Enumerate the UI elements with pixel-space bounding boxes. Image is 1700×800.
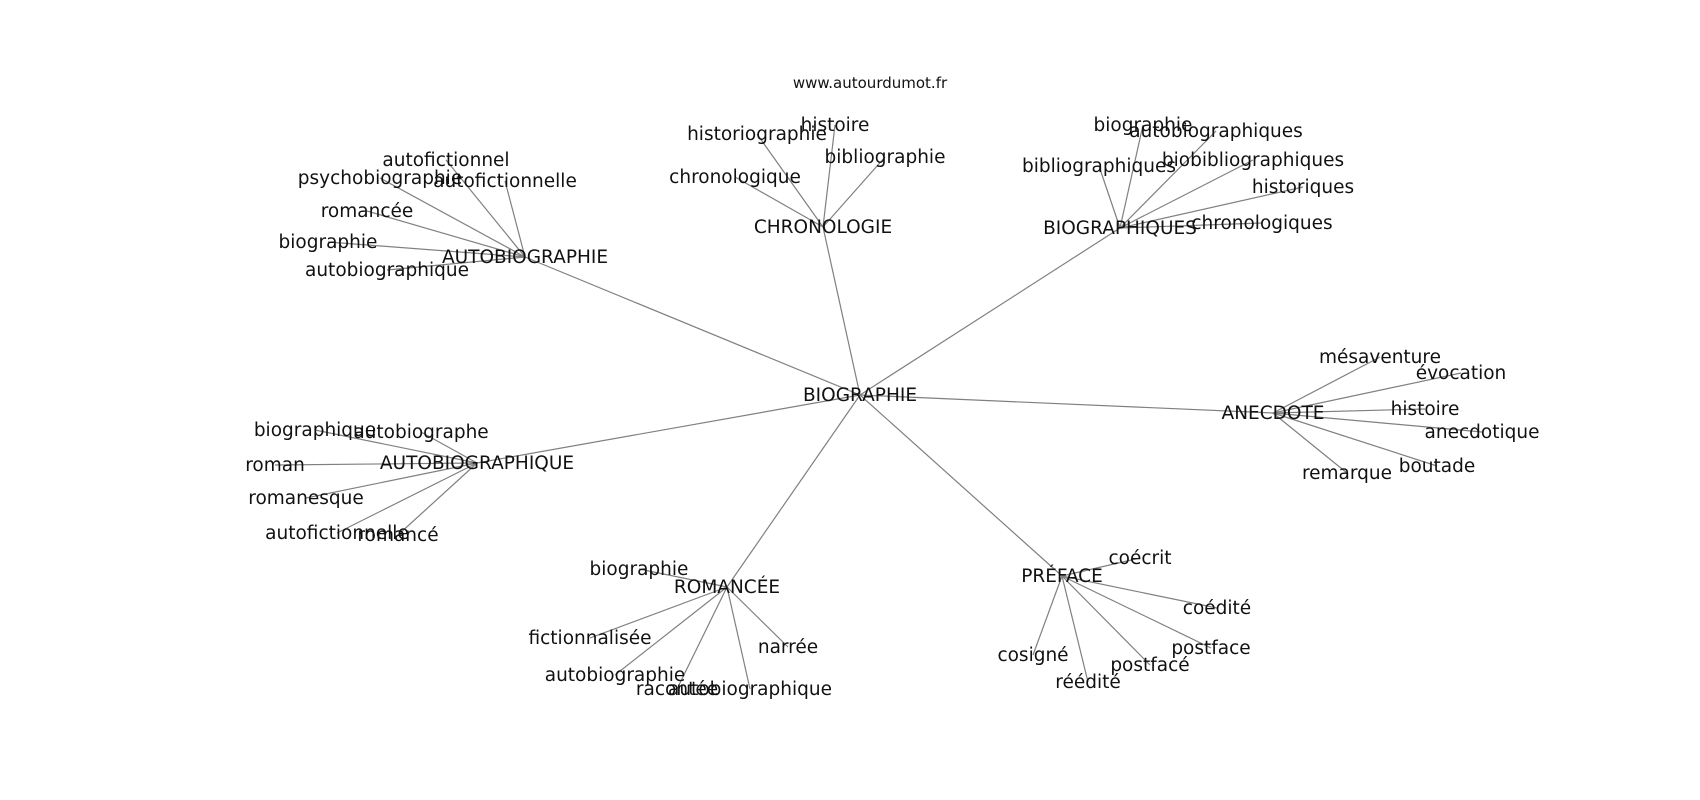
leaf-node-label: bibliographie bbox=[825, 147, 946, 168]
leaf-node-label: autobiographe bbox=[353, 422, 488, 443]
leaf-node-label: chronologique bbox=[669, 167, 801, 188]
edge-hub-to-word bbox=[504, 180, 526, 258]
leaf-node-label: narrée bbox=[758, 637, 818, 658]
hub-node-label: BIOGRAPHIQUES bbox=[1043, 218, 1197, 239]
leaf-node-label: autobiographiques bbox=[1129, 121, 1303, 142]
hub-node-label: AUTOBIOGRAPHIQUE bbox=[380, 453, 574, 474]
edge-hub-to-word bbox=[336, 462, 478, 534]
edge-hub-to-word bbox=[1272, 412, 1483, 433]
edge-hub-to-word bbox=[1032, 575, 1063, 656]
edge-hub-to-word bbox=[756, 133, 824, 228]
leaf-node-label: remarque bbox=[1302, 463, 1392, 484]
leaf-node-label: cosigné bbox=[997, 645, 1068, 666]
leaf-node-label: réédité bbox=[1055, 672, 1120, 693]
leaf-node-label: roman bbox=[245, 455, 305, 476]
edge-hub-to-word bbox=[822, 124, 836, 228]
edge-hub-to-word bbox=[1272, 372, 1462, 414]
leaf-node-label: autofictionnelle bbox=[265, 523, 409, 544]
edge-hub-to-word bbox=[314, 429, 478, 464]
edge-hub-to-word bbox=[676, 586, 728, 690]
edge-hub-to-word bbox=[734, 176, 824, 228]
leaf-node-label: évocation bbox=[1416, 363, 1507, 384]
edge-hub-to-word bbox=[638, 568, 728, 588]
edge-hub-to-word bbox=[822, 156, 886, 228]
edge-hub-to-word bbox=[386, 256, 526, 271]
leaf-node-label: postface bbox=[1171, 638, 1250, 659]
edge-hub-to-word bbox=[397, 462, 478, 536]
edge-hub-to-word bbox=[1061, 575, 1212, 649]
edge-hub-to-word bbox=[445, 159, 526, 258]
leaf-node-label: fictionnalisée bbox=[528, 628, 651, 649]
edge-hub-to-word bbox=[1272, 408, 1426, 414]
edge-hub-to-word bbox=[1272, 412, 1348, 474]
edge-center-to-hub bbox=[859, 227, 1121, 396]
leaf-node-label: romanesque bbox=[248, 488, 363, 509]
leaf-node-label: biographique bbox=[254, 420, 376, 441]
edge-hub-to-word bbox=[589, 586, 728, 639]
leaf-node-label: coécrit bbox=[1108, 548, 1171, 569]
edge-hub-to-word bbox=[1061, 575, 1089, 683]
leaf-node-label: racontée bbox=[636, 679, 718, 700]
hub-node-label: CHRONOLOGIE bbox=[754, 217, 892, 238]
edge-center-to-hub bbox=[822, 226, 861, 396]
leaf-node-label: biobibliographiques bbox=[1162, 150, 1344, 171]
leaf-node-label: historiographie bbox=[687, 124, 827, 145]
edge-hub-to-word bbox=[1272, 412, 1438, 467]
edge-hub-to-word bbox=[274, 462, 478, 466]
hub-node-label: ROMANCÉE bbox=[674, 576, 780, 598]
leaf-node-label: historiques bbox=[1252, 177, 1354, 198]
edge-hub-to-word bbox=[1119, 159, 1254, 229]
edge-hub-to-word bbox=[379, 177, 526, 258]
leaf-node-label: biographie bbox=[279, 232, 378, 253]
leaf-node-label: coédité bbox=[1183, 598, 1251, 619]
leaf-node-label: boutade bbox=[1399, 456, 1476, 477]
edge-hub-to-word bbox=[1061, 557, 1141, 577]
graph-labels: www.autourdumot.fr BIOGRAPHIE AUTOBIOGRAP… bbox=[245, 74, 1539, 700]
leaf-node-label: psychobiographie bbox=[298, 168, 462, 189]
leaf-node-label: romancée bbox=[321, 201, 414, 222]
edge-hub-to-word bbox=[726, 586, 789, 648]
edge-hub-to-word bbox=[1061, 575, 1218, 609]
edge-center-to-hub bbox=[859, 394, 1063, 577]
hub-node-label: PRÉFACE bbox=[1021, 565, 1103, 587]
edge-hub-to-word bbox=[1119, 124, 1144, 229]
edge-hub-to-word bbox=[366, 210, 526, 258]
hub-node-label: ANECDOTE bbox=[1222, 403, 1325, 424]
leaf-node-label: biographie bbox=[590, 559, 689, 580]
edge-center-to-hub bbox=[726, 394, 861, 588]
edge-hub-to-word bbox=[305, 462, 478, 499]
leaf-node-label: romancé bbox=[357, 525, 438, 546]
edge-hub-to-word bbox=[420, 431, 478, 464]
leaf-node-label: mésaventure bbox=[1319, 347, 1441, 368]
leaf-node-label: autobiographique bbox=[305, 260, 469, 281]
leaf-node-label: histoire bbox=[1391, 399, 1460, 420]
edge-hub-to-word bbox=[1119, 186, 1304, 229]
edge-center-to-hub bbox=[524, 256, 861, 396]
leaf-node-label: autobiographie bbox=[545, 665, 686, 686]
leaf-node-label: autofictionnelle bbox=[433, 171, 577, 192]
edge-hub-to-word bbox=[614, 586, 728, 676]
leaf-node-label: autobiographique bbox=[668, 679, 832, 700]
edge-hub-to-word bbox=[1272, 356, 1381, 414]
center-node-label: BIOGRAPHIE bbox=[803, 385, 917, 406]
hub-node-label: AUTOBIOGRAPHIE bbox=[442, 247, 608, 268]
leaf-node-label: postfacé bbox=[1110, 655, 1189, 676]
edge-center-to-hub bbox=[859, 394, 1274, 414]
edge-hub-to-word bbox=[1119, 130, 1217, 229]
edge-hub-to-word bbox=[1119, 222, 1263, 229]
edge-hub-to-word bbox=[726, 586, 751, 690]
source-url: www.autourdumot.fr bbox=[793, 74, 948, 92]
edge-center-to-hub bbox=[476, 394, 861, 464]
leaf-node-label: anecdotique bbox=[1425, 422, 1540, 443]
leaf-node-label: autofictionnel bbox=[382, 150, 509, 171]
edge-hub-to-word bbox=[1061, 575, 1151, 666]
leaf-node-label: chronologiques bbox=[1191, 213, 1332, 234]
graph-edges bbox=[274, 124, 1483, 690]
leaf-node-label: histoire bbox=[801, 115, 870, 136]
edge-hub-to-word bbox=[1098, 165, 1121, 229]
edge-hub-to-word bbox=[327, 241, 526, 258]
leaf-node-label: bibliographiques bbox=[1022, 156, 1176, 177]
leaf-node-label: biographie bbox=[1094, 115, 1193, 136]
